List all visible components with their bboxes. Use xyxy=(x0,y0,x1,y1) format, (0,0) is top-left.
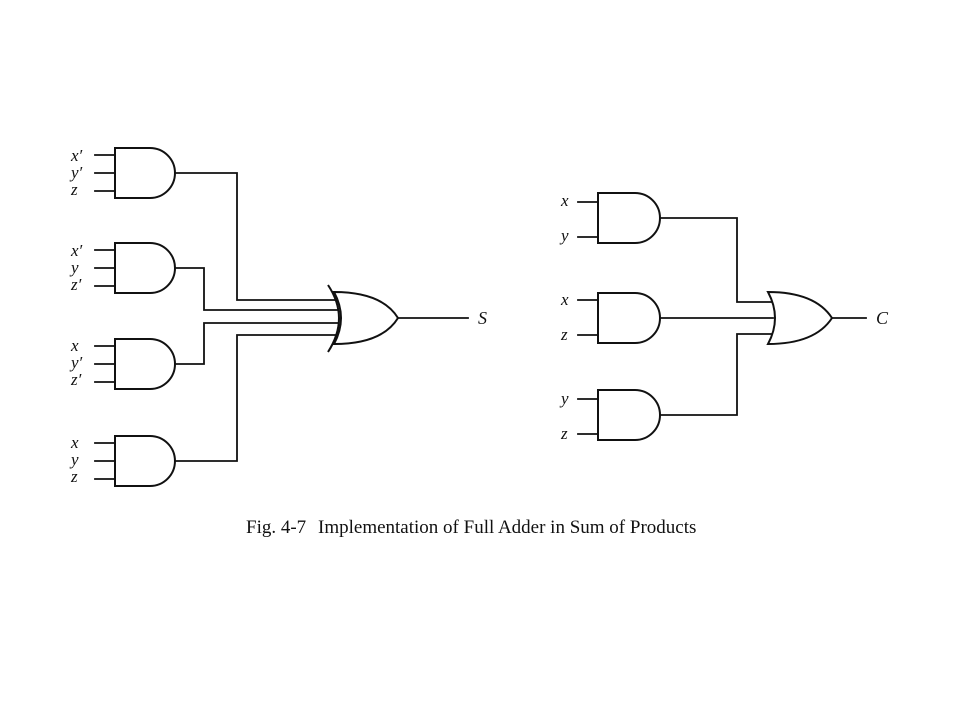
sum-gate-4-input-2: y xyxy=(69,450,79,469)
carry-circuit: x y x z y z C xyxy=(559,191,889,443)
carry-gate-3-input-1: y xyxy=(559,389,569,408)
sum-and-gate-1: x′ y′ z xyxy=(69,146,176,199)
carry-output-label: C xyxy=(876,308,889,328)
sum-gate-1-input-2: y′ xyxy=(69,163,83,182)
carry-gate-2-input-1: x xyxy=(560,290,569,309)
sum-gate-4-input-1: x xyxy=(70,433,79,452)
sum-gate-3-input-2: y′ xyxy=(69,353,83,372)
sum-output-label: S xyxy=(478,308,487,328)
sum-gate-1-input-1: x′ xyxy=(70,146,83,165)
sum-gate-1-input-3: z xyxy=(70,180,78,199)
carry-or-gate: C xyxy=(766,290,889,346)
carry-gate-3-input-2: z xyxy=(560,424,568,443)
carry-and-gate-3: y z xyxy=(559,389,661,443)
sum-and-gate-3: x y′ z′ xyxy=(69,336,176,390)
carry-routing-wires xyxy=(659,217,774,416)
sum-gate-2-input-3: z′ xyxy=(70,275,82,294)
sum-gate-3-input-3: z′ xyxy=(70,370,82,389)
sum-and-gate-4: x y z xyxy=(69,433,176,487)
carry-gate-1-input-2: y xyxy=(559,226,569,245)
sum-gate-3-input-1: x xyxy=(70,336,79,355)
sum-and-gate-2: x′ y z′ xyxy=(69,241,176,294)
sum-circuit: x′ y′ z x′ y z′ x y′ z′ xyxy=(69,146,487,487)
carry-gate-1-input-1: x xyxy=(560,191,569,210)
sum-gate-2-input-1: x′ xyxy=(70,241,83,260)
sum-gate-2-input-2: y xyxy=(69,258,79,277)
figure-caption: Fig. 4-7 Implementation of Full Adder in… xyxy=(246,517,696,538)
sum-gate-4-input-3: z xyxy=(70,467,78,486)
carry-and-gate-2: x z xyxy=(560,290,661,344)
carry-gate-2-input-2: z xyxy=(560,325,568,344)
carry-and-gate-1: x y xyxy=(559,191,661,245)
sum-routing-wires xyxy=(174,172,339,462)
caption-title: Implementation of Full Adder in Sum of P… xyxy=(318,517,696,538)
sum-or-gate: S xyxy=(327,284,487,353)
caption-number: Fig. 4-7 xyxy=(246,517,306,538)
